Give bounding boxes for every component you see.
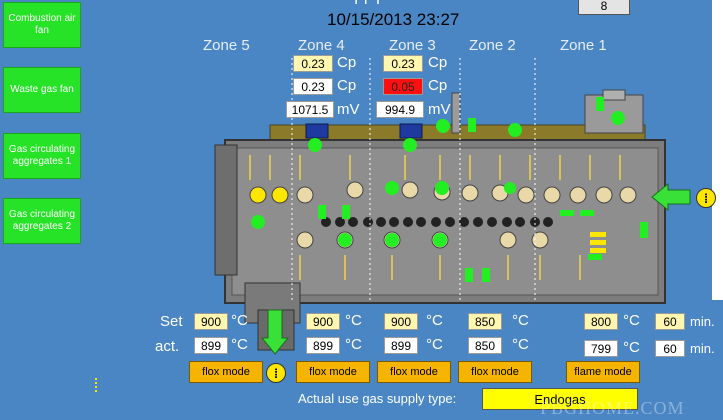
zone4-cp-actual: 0.23 (293, 78, 333, 95)
zone5-temp-actual: 899 (194, 337, 228, 354)
zone4-temp-setpoint[interactable]: 900 (306, 313, 340, 330)
zone3-act-unit: °C (426, 336, 443, 353)
yellow-blocks (590, 232, 606, 253)
upper-burners (249, 181, 637, 204)
datetime: 10/15/2013 23:27 (327, 10, 460, 29)
zone3-temp-setpoint[interactable]: 900 (384, 313, 418, 330)
zone5-temp-setpoint[interactable]: 900 (194, 313, 228, 330)
waste-gas-fan-button[interactable]: Waste gas fan (3, 67, 81, 113)
zone1-time-setpoint[interactable]: 60 (655, 313, 685, 330)
left-module (214, 144, 238, 276)
gas-supply-value[interactable]: Endogas (482, 388, 638, 410)
page-number-button[interactable]: 8 (578, 0, 630, 15)
zone4-cp-act-unit: Cp (337, 77, 357, 94)
gas-circulating-aggregates-2-button[interactable]: Gas circulating aggregates 2 (3, 198, 81, 244)
zone1-time-actual: 60 (655, 340, 685, 357)
zone3-set-unit: °C (426, 312, 443, 329)
zone1-temp-setpoint[interactable]: 800 (584, 313, 618, 330)
zone5-act-unit: °C (231, 336, 248, 353)
zone2-temp-actual: 850 (468, 337, 502, 354)
zone3-mv-value: 994.9 (376, 101, 424, 118)
zone5-set-unit: °C (231, 312, 248, 329)
zone5-mode-button[interactable]: flox mode (189, 361, 263, 383)
zone3-temp-actual: 899 (384, 337, 418, 354)
entry-warning-icon[interactable]: ⁞ (696, 188, 716, 208)
zone1-temp-actual: 799 (584, 340, 618, 357)
zone4-temp-actual: 899 (306, 337, 340, 354)
entry-arrow-icon (651, 182, 691, 212)
watermark-text: PBGHOME.COM (540, 398, 685, 418)
zone4-mv-unit: mV (337, 101, 360, 118)
zone4-fan-motor (305, 123, 329, 139)
zone3-cp-setpoint[interactable]: 0.23 (383, 55, 423, 72)
zone4-act-unit: °C (345, 336, 362, 353)
title-fragment: ITT (354, 0, 386, 8)
gas-supply-label: Actual use gas supply type: (298, 391, 457, 406)
zone3-cp-actual-alarm: 0.05 (383, 78, 423, 95)
combustion-air-fan-button[interactable]: Combustion air fan (3, 2, 81, 48)
zone2-mode-button[interactable]: flox mode (458, 361, 532, 383)
zone1-mode-button[interactable]: flame mode (566, 361, 640, 383)
zone3-stack (451, 92, 461, 134)
right-edge-panel (712, 0, 723, 300)
zone4-cp-unit: Cp (337, 54, 357, 71)
burner-pipes (249, 155, 621, 280)
zone1-min-set-unit: min. (690, 314, 715, 329)
zone2-act-unit: °C (512, 336, 529, 353)
zone1-set-unit: °C (623, 312, 640, 329)
zone4-mv-value: 1071.5 (286, 101, 334, 118)
zone3-mv-unit: mV (428, 101, 451, 118)
furnace-inner (231, 147, 659, 296)
zone3-cp-unit: Cp (428, 54, 448, 71)
small-alert-icon (95, 378, 103, 392)
gas-circulating-aggregates-1-button[interactable]: Gas circulating aggregates 1 (3, 133, 81, 179)
fan-row (321, 217, 553, 227)
zone-1-header: Zone 1 (560, 37, 607, 54)
zone-4-header: Zone 4 (298, 37, 345, 54)
zone2-temp-setpoint[interactable]: 850 (468, 313, 502, 330)
zone-5-header: Zone 5 (203, 37, 250, 54)
set-row-label: Set (160, 313, 183, 330)
zone4-cp-setpoint[interactable]: 0.23 (293, 55, 333, 72)
exit-warning-icon[interactable]: ⁞ (266, 363, 286, 383)
zone1-act-unit: °C (623, 339, 640, 356)
exit-arrow-icon (260, 309, 290, 355)
zone3-mode-button[interactable]: flox mode (377, 361, 451, 383)
zone4-mode-button[interactable]: flox mode (296, 361, 370, 383)
zone3-cp-act-unit: Cp (428, 77, 448, 94)
zone2-set-unit: °C (512, 312, 529, 329)
act-row-label: act. (155, 338, 180, 355)
zone4-set-unit: °C (345, 312, 362, 329)
zone-2-header: Zone 2 (469, 37, 516, 54)
status-indicators (251, 97, 648, 282)
zone3-fan-motor (399, 123, 423, 139)
zone1-min-act-unit: min. (690, 341, 715, 356)
zone-3-header: Zone 3 (389, 37, 436, 54)
